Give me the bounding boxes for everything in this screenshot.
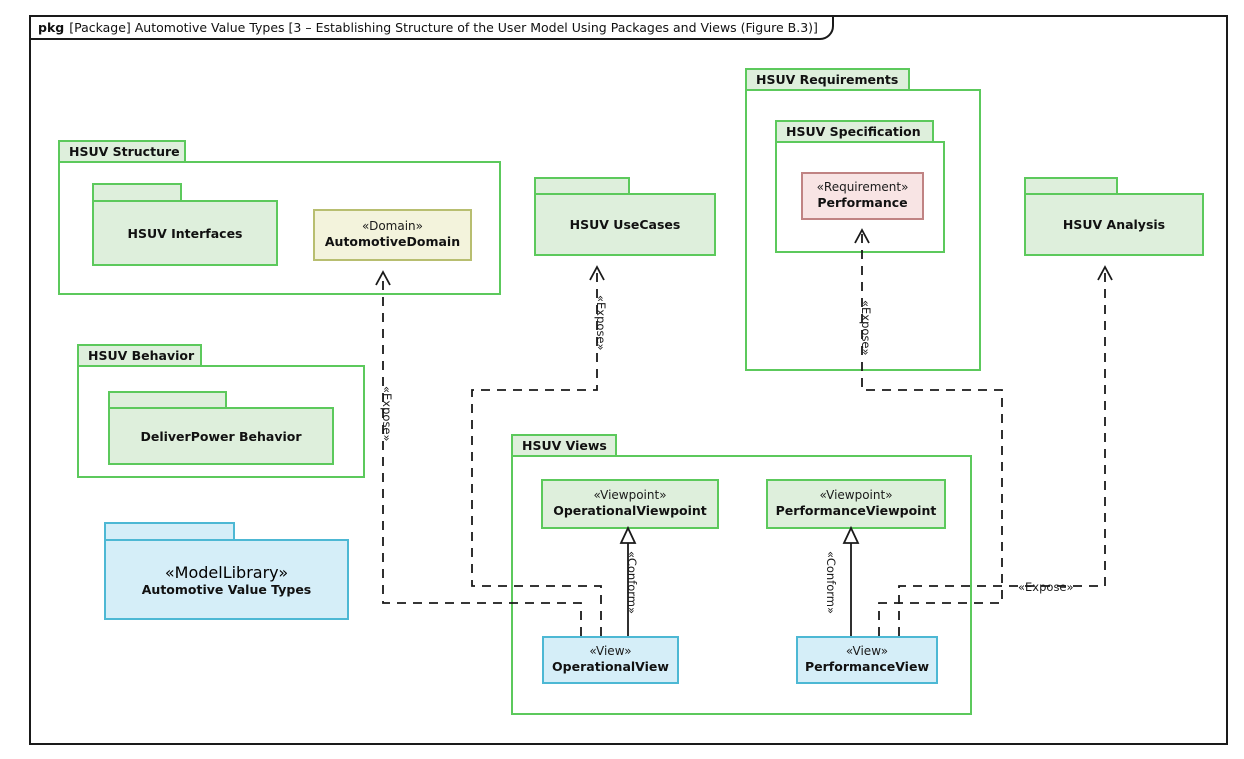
- package-automotive-value-types-tab: [104, 522, 235, 539]
- edge-label-expose-usecases: «Expose»: [594, 295, 608, 351]
- operational-view-name: OperationalView: [552, 659, 669, 675]
- package-hsuv-usecases[interactable]: HSUV UseCases: [534, 177, 716, 256]
- package-automotive-value-types-label: Automotive Value Types: [141, 581, 312, 597]
- package-hsuv-interfaces-label: HSUV Interfaces: [127, 225, 243, 241]
- automotive-domain-stereotype: «Domain»: [361, 219, 424, 234]
- package-automotive-value-types[interactable]: «ModelLibrary» Automotive Value Types: [104, 522, 349, 620]
- automotive-value-types-stereotype: «ModelLibrary»: [164, 562, 289, 582]
- edge-label-conform-operational: «Conform»: [625, 551, 639, 615]
- package-hsuv-structure-tab: HSUV Structure: [58, 140, 186, 161]
- operational-viewpoint-stereotype: «Viewpoint»: [593, 488, 667, 503]
- edge-label-expose-domain: «Expose»: [380, 386, 394, 442]
- view-performance[interactable]: «View» PerformanceView: [796, 636, 938, 684]
- package-hsuv-views-tab: HSUV Views: [511, 434, 617, 455]
- edge-label-expose-performance: «Expose»: [859, 300, 873, 356]
- edge-label-expose-analysis: «Expose»: [1018, 580, 1074, 594]
- performance-requirement-name: Performance: [817, 195, 908, 211]
- package-hsuv-behavior-tab: HSUV Behavior: [77, 344, 202, 365]
- diagram-kind-label: pkg: [38, 20, 65, 35]
- viewpoint-performance[interactable]: «Viewpoint» PerformanceViewpoint: [766, 479, 946, 529]
- requirement-performance[interactable]: «Requirement» Performance: [801, 172, 924, 220]
- package-hsuv-interfaces-tab: [92, 183, 182, 200]
- performance-view-stereotype: «View»: [845, 644, 889, 659]
- package-hsuv-usecases-tab: [534, 177, 630, 193]
- package-hsuv-analysis[interactable]: HSUV Analysis: [1024, 177, 1204, 256]
- package-automotive-value-types-body: «ModelLibrary» Automotive Value Types: [104, 539, 349, 620]
- performance-viewpoint-stereotype: «Viewpoint»: [819, 488, 893, 503]
- package-hsuv-analysis-body: HSUV Analysis: [1024, 193, 1204, 256]
- package-deliverpower-behavior[interactable]: DeliverPower Behavior: [108, 391, 334, 465]
- operational-view-stereotype: «View»: [589, 644, 632, 659]
- diagram-title: [Package] Automotive Value Types [3 – Es…: [69, 20, 818, 35]
- diagram-frame-header: pkg [Package] Automotive Value Types [3 …: [29, 15, 834, 40]
- package-hsuv-structure-label: HSUV Structure: [69, 144, 180, 159]
- block-automotive-domain[interactable]: «Domain» AutomotiveDomain: [313, 209, 472, 261]
- package-hsuv-behavior-label: HSUV Behavior: [88, 348, 195, 363]
- package-hsuv-analysis-tab: [1024, 177, 1118, 193]
- package-hsuv-specification-label: HSUV Specification: [786, 124, 921, 139]
- package-deliverpower-behavior-body: DeliverPower Behavior: [108, 407, 334, 465]
- package-hsuv-specification-tab: HSUV Specification: [775, 120, 934, 141]
- automotive-domain-name: AutomotiveDomain: [324, 234, 461, 250]
- package-hsuv-requirements-label: HSUV Requirements: [756, 72, 899, 87]
- package-hsuv-interfaces-body: HSUV Interfaces: [92, 200, 278, 266]
- view-operational[interactable]: «View» OperationalView: [542, 636, 679, 684]
- package-hsuv-usecases-body: HSUV UseCases: [534, 193, 716, 256]
- package-hsuv-views-label: HSUV Views: [522, 438, 607, 453]
- operational-viewpoint-name: OperationalViewpoint: [553, 503, 707, 519]
- package-hsuv-requirements-tab: HSUV Requirements: [745, 68, 910, 89]
- package-deliverpower-behavior-label: DeliverPower Behavior: [140, 428, 302, 444]
- performance-view-name: PerformanceView: [804, 659, 929, 675]
- package-hsuv-analysis-label: HSUV Analysis: [1062, 217, 1166, 232]
- performance-viewpoint-name: PerformanceViewpoint: [775, 503, 937, 519]
- performance-requirement-stereotype: «Requirement»: [816, 180, 909, 195]
- package-hsuv-interfaces[interactable]: HSUV Interfaces: [92, 183, 278, 266]
- viewpoint-operational[interactable]: «Viewpoint» OperationalViewpoint: [541, 479, 719, 529]
- edge-label-conform-performance: «Conform»: [824, 551, 838, 615]
- package-hsuv-usecases-label: HSUV UseCases: [569, 217, 681, 232]
- package-deliverpower-behavior-tab: [108, 391, 227, 407]
